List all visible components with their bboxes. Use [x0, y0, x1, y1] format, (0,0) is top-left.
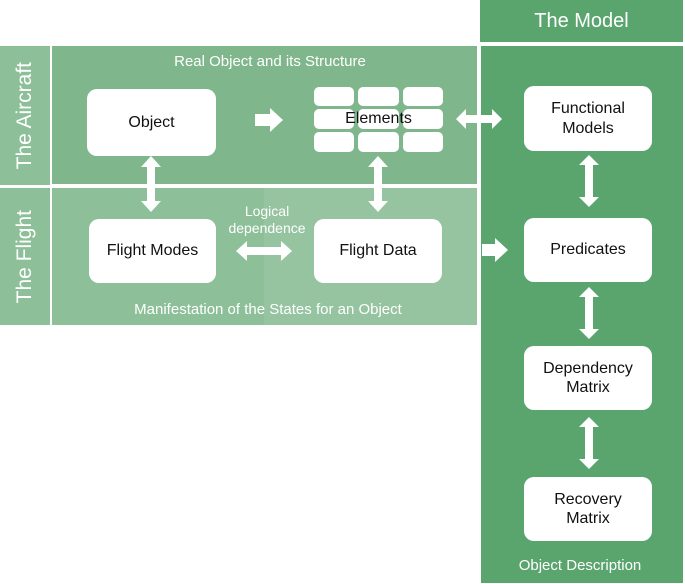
elements-cell-3: [403, 87, 443, 106]
double-arrow-elements-functional: [456, 107, 502, 131]
elements-cell-6: [403, 109, 443, 129]
model-title-box: The Model: [480, 0, 683, 42]
double-arrow-modes-data: [236, 239, 292, 263]
double-arrow-predicates-dependency: [577, 287, 601, 339]
recovery-matrix-node: Recovery Matrix: [524, 477, 652, 541]
flight-modes-node: Flight Modes: [89, 219, 216, 283]
double-arrow-dependency-recovery: [577, 417, 601, 469]
manifestation-heading: Manifestation of the States for an Objec…: [134, 301, 402, 318]
flight-side-panel: The Flight: [0, 188, 50, 325]
double-arrow-elements-data: [366, 156, 390, 212]
elements-label: Elements: [345, 110, 412, 127]
elements-cell-5: [358, 109, 399, 129]
elements-cell-9: [403, 132, 443, 152]
functional-models-node: Functional Models: [524, 86, 652, 151]
flight-data-node: Flight Data: [314, 219, 442, 283]
elements-cell-8: [358, 132, 399, 152]
elements-cell-1: [314, 87, 354, 106]
double-arrow-object-modes: [139, 156, 163, 212]
aircraft-side-panel: The Aircraft: [0, 46, 50, 185]
elements-cell-7: [314, 132, 354, 152]
dependency-matrix-node: Dependency Matrix: [524, 346, 652, 410]
real-object-heading: Real Object and its Structure: [174, 53, 366, 70]
elements-cell-4: [314, 109, 354, 129]
predicates-node: Predicates: [524, 218, 652, 282]
logical-dependence-label: Logical dependence: [228, 203, 306, 236]
object-node: Object: [87, 89, 216, 156]
elements-grid: Elements: [314, 87, 443, 152]
right-arrow-data-predicates: [482, 238, 508, 262]
flight-label: The Flight: [13, 209, 36, 304]
aircraft-label: The Aircraft: [13, 61, 36, 170]
model-title: The Model: [534, 9, 629, 32]
double-arrow-functional-predicates: [577, 155, 601, 207]
right-arrow-object-elements: [255, 108, 283, 132]
elements-cell-2: [358, 87, 399, 106]
object-description-heading: Object Description: [518, 557, 642, 574]
